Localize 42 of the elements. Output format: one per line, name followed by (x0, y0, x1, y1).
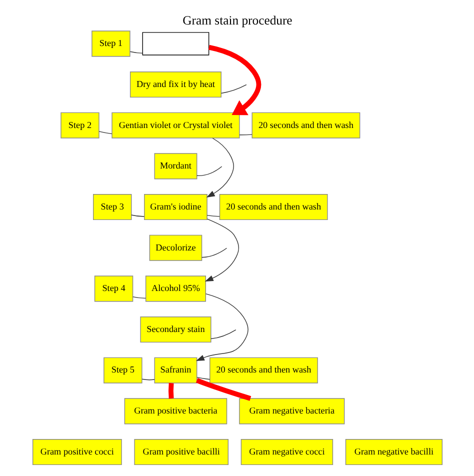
node-box: Step 4 (94, 276, 133, 302)
connector (141, 378, 154, 380)
connector (196, 166, 222, 176)
diagram-title: Gram stain procedure (182, 13, 292, 28)
connector (200, 248, 227, 258)
node-box: Gram positive bacilli (134, 438, 228, 466)
node-box: Step 2 (60, 112, 99, 138)
node-box: Decolorize (148, 234, 202, 261)
arrow (204, 218, 239, 282)
arrow (195, 293, 248, 361)
connector (130, 214, 144, 217)
connector (238, 134, 252, 136)
node-box: 20 seconds and then wash (251, 112, 360, 138)
arrow (206, 138, 234, 198)
connector (168, 382, 174, 399)
node-box: Gram negative cocci (240, 438, 333, 466)
node-box: Secondary stain (140, 316, 211, 343)
connector (210, 329, 236, 340)
connector (220, 84, 246, 94)
connector (206, 214, 220, 217)
node-box: Step 5 (103, 357, 142, 384)
node-box: Safranin (154, 357, 197, 384)
node-box: Gram positive cocci (32, 438, 122, 466)
node-box: Alcohol 95% (144, 276, 206, 302)
connector (195, 378, 251, 401)
node-box: Gram negative bacilli (344, 438, 442, 466)
node-box: Gram positive bacteria (124, 398, 227, 424)
node-box: Step 1 (91, 30, 130, 57)
connector (132, 296, 146, 299)
node-box: Mordant (154, 153, 197, 180)
node-box: Step 3 (92, 194, 132, 220)
connector (129, 51, 142, 54)
connector (196, 376, 210, 380)
node-box: 20 seconds and then wash (218, 194, 328, 220)
node-box: Dry and fix it by heat (129, 72, 221, 98)
node-box: Gentian violet or Crystal violet (111, 112, 240, 138)
node-box: 20 seconds and then wash (209, 357, 318, 384)
node-box: Gram negative bacteria (238, 398, 344, 424)
node-box (142, 32, 209, 56)
connector (98, 131, 112, 134)
arrow (208, 44, 261, 116)
node-box: Gram's iodine (144, 194, 207, 220)
